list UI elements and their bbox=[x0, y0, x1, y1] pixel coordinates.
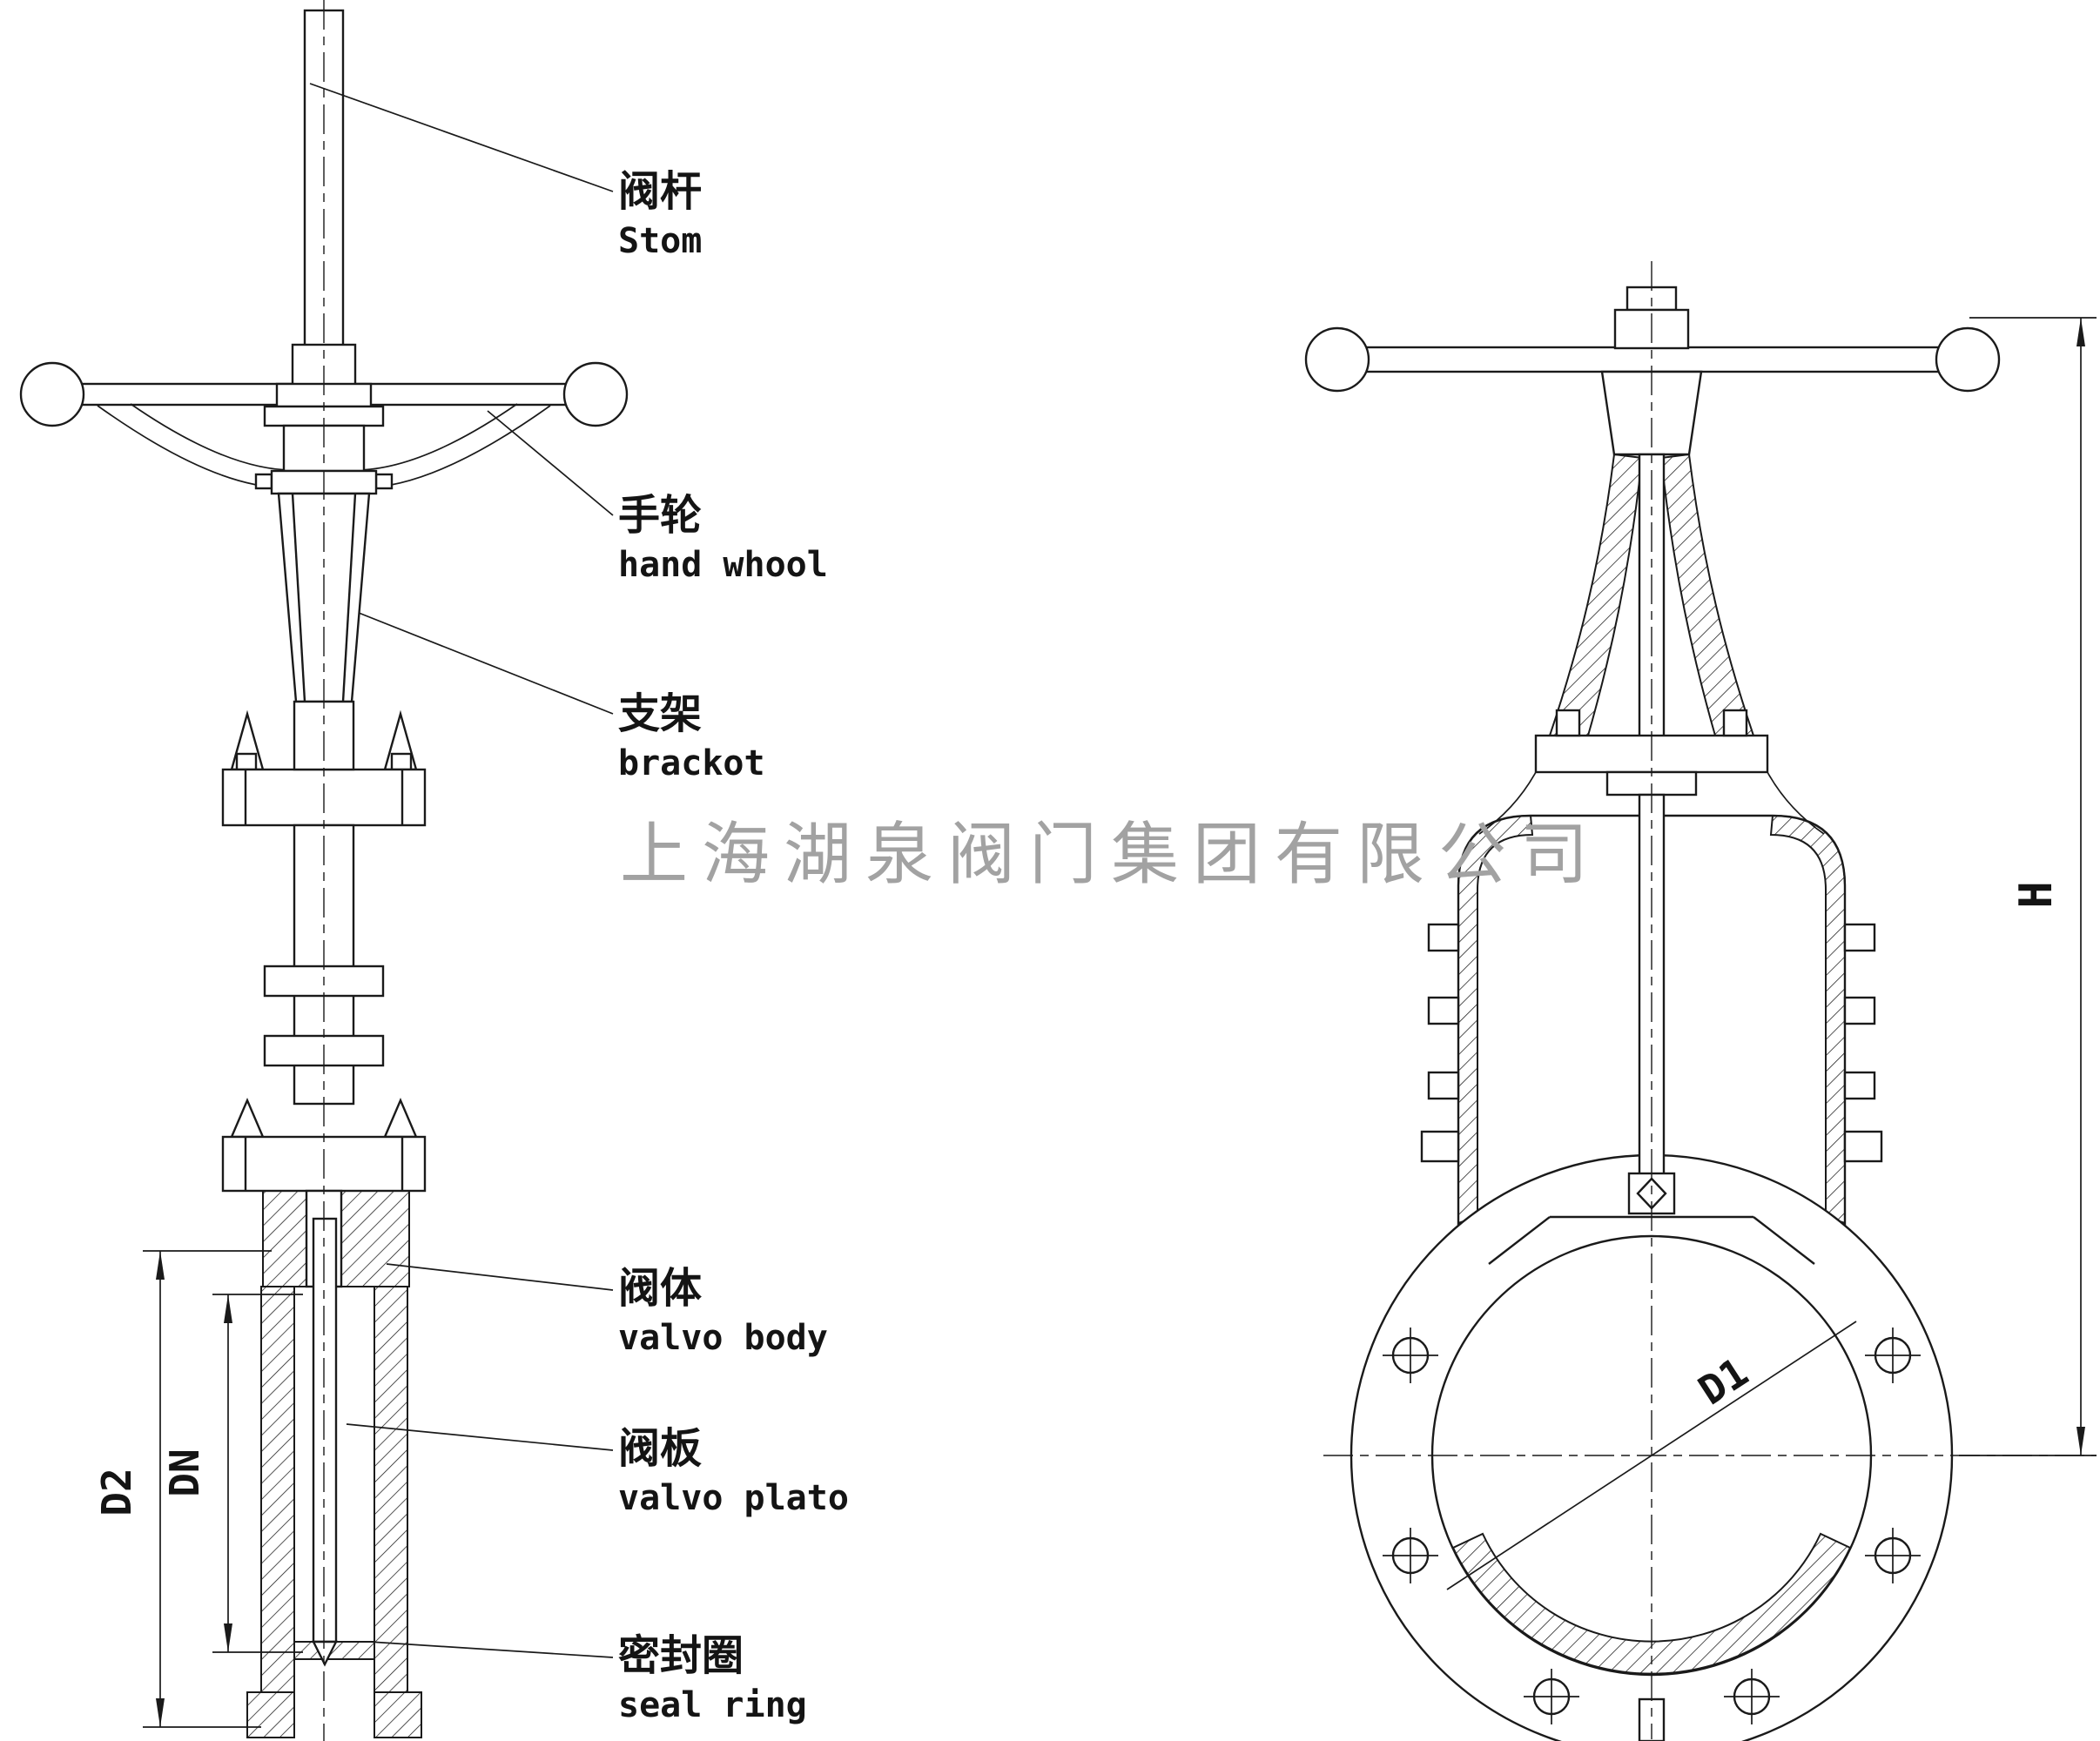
leader-stem bbox=[309, 83, 614, 192]
valve-plate-part bbox=[312, 1217, 338, 1667]
bolt-hole bbox=[1524, 1669, 1579, 1724]
handwheel-front-knob-left bbox=[1304, 326, 1370, 393]
bolt-holes bbox=[1383, 1328, 1921, 1724]
bolt-hole bbox=[1383, 1328, 1438, 1383]
bolt-hole bbox=[1383, 1528, 1438, 1583]
label-stem-zh: 阀杆 bbox=[618, 167, 702, 216]
bolt-hole bbox=[1865, 1528, 1921, 1583]
label-stem-en: Stom bbox=[618, 221, 702, 261]
leader-valve-plate bbox=[346, 1423, 614, 1451]
handwheel-front-knob-right bbox=[1935, 326, 2001, 393]
watermark: 上海湖泉阀门集团有限公司 bbox=[620, 816, 1602, 894]
label-valve-plate-zh: 阀板 bbox=[618, 1424, 702, 1473]
handwheel-knob-left bbox=[19, 361, 85, 427]
bolt-hole bbox=[1724, 1669, 1780, 1724]
label-seal-ring-en: seal ring bbox=[618, 1685, 807, 1725]
label-hand-wheel-zh: 手轮 bbox=[618, 491, 702, 540]
dimension-dn: DN bbox=[161, 1294, 303, 1653]
label-seal-ring-zh: 密封圈 bbox=[618, 1631, 744, 1680]
dimension-d2: D2 bbox=[93, 1250, 272, 1728]
dim-d2-label: D2 bbox=[93, 1468, 140, 1516]
left-view bbox=[19, 0, 629, 1741]
valve-body-part bbox=[246, 1189, 422, 1738]
leader-valve-body bbox=[386, 1263, 614, 1291]
dim-dn-label: DN bbox=[161, 1449, 208, 1496]
label-valve-plate-en: valvo plato bbox=[618, 1478, 849, 1518]
label-bracket-zh: 支架 bbox=[618, 689, 702, 738]
handwheel-front-part bbox=[1304, 286, 2001, 456]
label-valve-body-zh: 阀体 bbox=[618, 1264, 702, 1313]
callouts: 阀杆 Stom 手轮 hand whool 支架 brackot 阀体 valv… bbox=[309, 83, 849, 1725]
leader-hand-wheel bbox=[487, 410, 614, 516]
label-hand-wheel-en: hand whool bbox=[618, 545, 828, 585]
leader-seal-ring bbox=[368, 1641, 614, 1658]
leader-bracket bbox=[358, 612, 614, 715]
dimension-h: H bbox=[1959, 317, 2097, 1456]
handwheel-knob-right bbox=[562, 361, 629, 427]
bolt-hole bbox=[1865, 1328, 1921, 1383]
seat-hatch-band bbox=[1451, 1532, 1852, 1675]
label-valve-body-en: valvo body bbox=[618, 1318, 828, 1358]
dim-h-label: H bbox=[2010, 881, 2063, 908]
right-view bbox=[1304, 261, 2097, 1741]
label-bracket-en: brackot bbox=[618, 743, 765, 783]
